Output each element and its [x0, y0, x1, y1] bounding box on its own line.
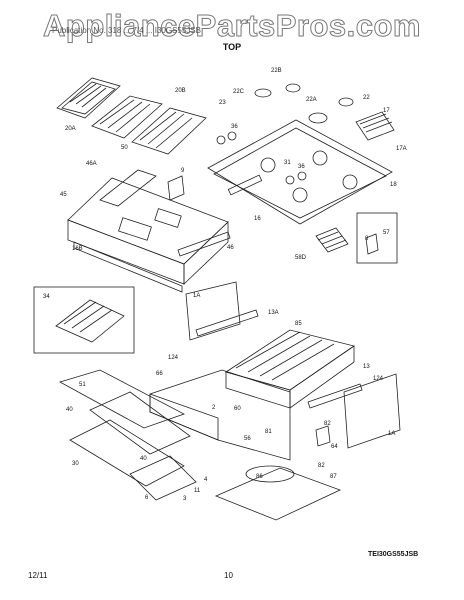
label-1A-top: 1A [193, 293, 200, 299]
label-36-lower: 36 [298, 164, 305, 170]
label-4: 4 [204, 477, 208, 483]
grate-left [56, 77, 121, 119]
label-16B: 16B [72, 246, 83, 252]
label-124-left: 124 [168, 355, 179, 361]
side-trim-46 [177, 231, 231, 257]
label-46: 46 [227, 245, 234, 251]
grate-middle [91, 95, 163, 139]
label-82-lower: 82 [318, 463, 325, 469]
label-22C: 22C [233, 89, 245, 95]
label-124-right: 124 [373, 376, 384, 382]
label-17A: 17A [396, 146, 407, 152]
label-64: 64 [331, 444, 338, 450]
side-rail-13 [307, 383, 363, 409]
burner-box [67, 169, 229, 285]
label-87: 87 [330, 474, 337, 480]
label-13A: 13A [268, 310, 279, 316]
front-trim-16B [73, 241, 183, 293]
label-66: 66 [156, 371, 163, 377]
label-18: 18 [390, 182, 397, 188]
label-20B: 20B [175, 88, 186, 94]
label-82-upper: 82 [324, 421, 331, 427]
label-16: 16 [254, 216, 261, 222]
label-20A: 20A [65, 126, 76, 132]
griddle [355, 111, 395, 141]
label-51: 51 [79, 382, 86, 388]
label-6: 6 [145, 495, 149, 501]
label-58D: 58D [295, 255, 307, 261]
oven-frame [149, 369, 291, 461]
label-85: 85 [295, 321, 302, 327]
oven-bottom [214, 465, 342, 521]
oven-liner-1A [185, 281, 241, 341]
label-56: 56 [244, 436, 251, 442]
label-1A-right: 1A [388, 431, 395, 437]
burner-caps [254, 83, 354, 124]
label-36-upper: 36 [231, 124, 238, 130]
label-17: 17 [383, 108, 390, 114]
watermark: AppliancePartsPros.com [43, 8, 421, 44]
knobs [216, 131, 307, 185]
label-40-lower: 40 [140, 456, 147, 462]
crumb-tray [315, 227, 349, 253]
broiler-inset-box [33, 286, 135, 354]
cooktop-panel [207, 119, 393, 225]
label-2: 2 [212, 405, 216, 411]
label-57: 57 [383, 230, 390, 236]
label-60: 60 [234, 406, 241, 412]
broiler-pan [55, 299, 125, 343]
footer-date: 12/11 [28, 571, 48, 580]
label-31: 31 [284, 160, 291, 166]
inset-box [356, 212, 398, 264]
label-40-upper: 40 [66, 407, 73, 413]
oven-door [58, 369, 197, 501]
label-8: 8 [365, 236, 369, 242]
label-13: 13 [363, 364, 370, 370]
bracket-64 [315, 425, 331, 447]
label-50: 50 [121, 145, 128, 151]
side-liner-1A [343, 373, 401, 449]
label-3: 3 [183, 496, 187, 502]
label-22A: 22A [306, 97, 317, 103]
model-number: TEI30GS55JSB [368, 551, 419, 558]
bracket-9 [167, 175, 185, 201]
label-22B: 22B [271, 68, 282, 74]
label-46A: 46A [86, 161, 97, 167]
label-9: 9 [181, 168, 185, 174]
label-22: 22 [363, 95, 370, 101]
label-81: 81 [265, 429, 272, 435]
page-title: TOP [222, 42, 242, 52]
label-30: 30 [72, 461, 79, 467]
label-34: 34 [43, 294, 50, 300]
rack-rail-13A [195, 309, 259, 337]
publication-header: Publication No. 318 ... 7/4 ... I30GS55J… [52, 26, 201, 35]
grate-right [131, 107, 207, 155]
label-86: 86 [256, 474, 263, 480]
label-11: 11 [194, 488, 201, 494]
label-45: 45 [60, 192, 67, 198]
label-23: 23 [219, 100, 226, 106]
footer-page-number: 10 [224, 571, 233, 580]
